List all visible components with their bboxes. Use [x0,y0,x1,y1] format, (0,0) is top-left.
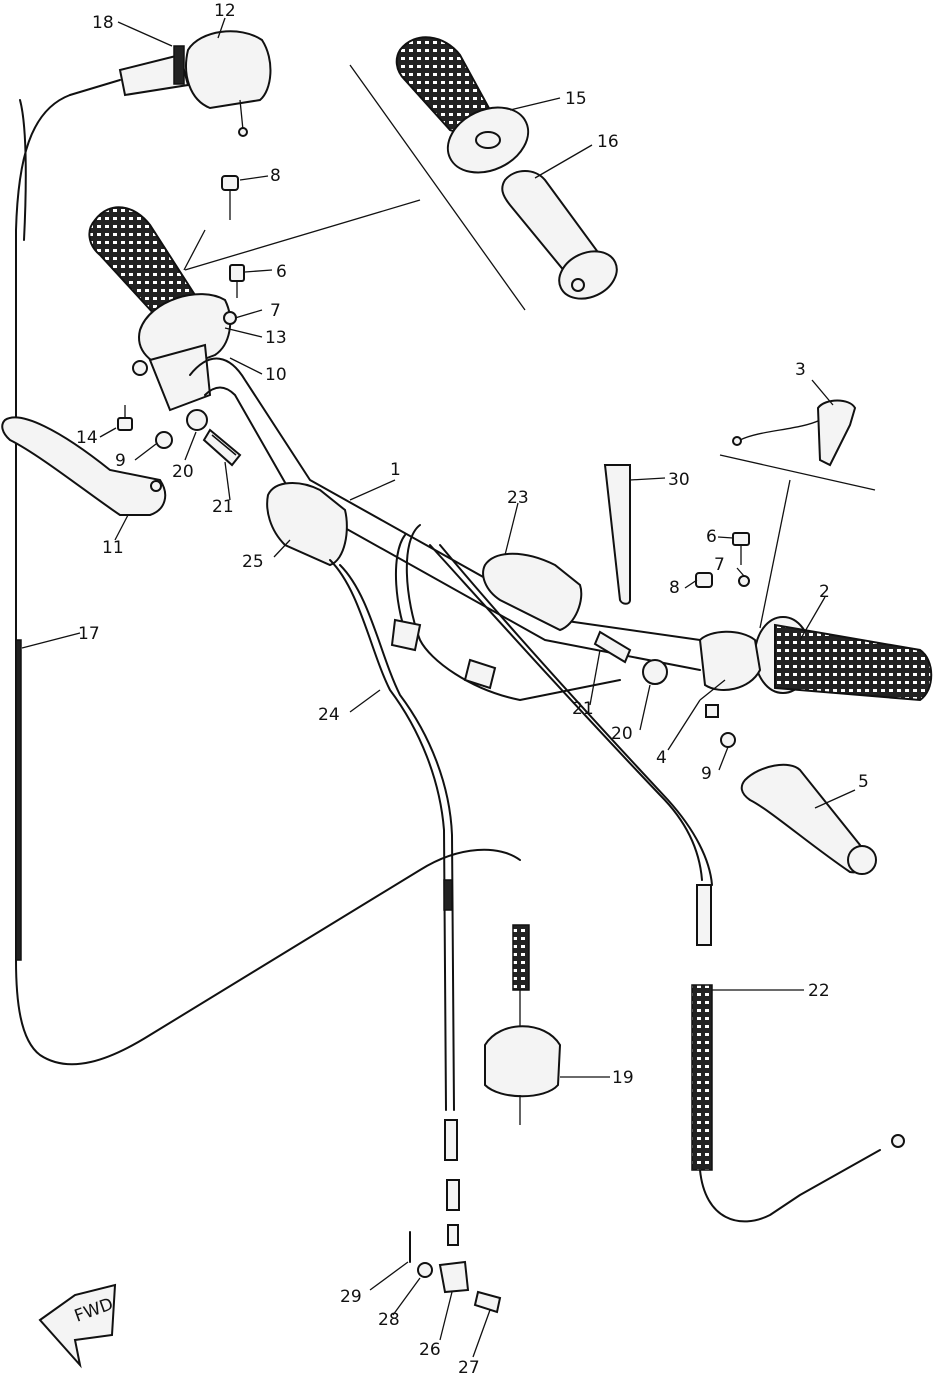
clutch-lever-11 [1,416,167,516]
left-perch-assembly [132,229,245,412]
cable-end-26 [438,1119,470,1294]
label-4: 4 [656,748,667,768]
brake-perch-right [698,630,762,718]
label-30: 30 [668,470,690,490]
label-24: 24 [318,705,340,725]
part-labels: 18 12 15 16 8 6 7 13 10 14 9 20 21 11 25… [76,1,869,1378]
label-20-left: 20 [172,462,194,482]
screw-6-right [732,532,750,565]
label-28: 28 [378,1310,400,1330]
label-9-right: 9 [701,764,712,784]
fwd-arrow: FWD [38,1283,117,1369]
label-15: 15 [565,89,587,109]
throttle-housing-12 [118,30,272,137]
washer-9-left [155,431,173,449]
label-10: 10 [265,365,287,385]
label-17: 17 [78,624,100,644]
label-21-right: 21 [572,699,594,719]
label-6-left: 6 [276,262,287,282]
label-21-left: 21 [212,497,234,517]
bolt-27 [473,1290,502,1314]
label-8-right: 8 [669,578,680,598]
adjuster-21-left [202,428,242,467]
screw-8-right [695,572,713,588]
handlebar-1 [189,357,701,701]
label-14: 14 [76,428,98,448]
label-19: 19 [612,1068,634,1088]
label-8-upper: 8 [270,166,281,186]
screw-8-upper [221,175,239,220]
label-22: 22 [808,981,830,1001]
brake-lever-5 [740,763,877,875]
label-16: 16 [597,132,619,152]
inset-grip-15-16 [349,36,618,311]
washer-28 [417,1262,433,1278]
switch-23 [482,552,583,632]
label-25: 25 [242,552,264,572]
label-7-left: 7 [270,301,281,321]
label-27: 27 [458,1358,480,1378]
nut-20-right [642,659,668,685]
washer-7-right [738,575,750,587]
label-18: 18 [92,13,114,33]
label-7-right: 7 [714,555,725,575]
leader-lines [21,17,856,1358]
cable-24 [329,559,455,1111]
label-5: 5 [858,772,869,792]
label-1: 1 [390,460,401,480]
label-12: 12 [214,1,236,21]
label-9-left: 9 [115,451,126,471]
switch-25 [266,482,348,567]
label-3: 3 [795,360,806,380]
label-20-right: 20 [611,724,633,744]
label-23: 23 [507,488,529,508]
label-11: 11 [102,538,124,558]
label-29: 29 [340,1287,362,1307]
nut-20-left [186,409,208,431]
cable-22 [429,544,905,1223]
label-6-right: 6 [706,527,717,547]
label-26: 26 [419,1340,441,1360]
washer-9-right [720,732,736,748]
cable-spring-19 [484,924,562,1125]
label-13: 13 [265,328,287,348]
cable-17 [15,79,521,1066]
cable-tie-30 [603,464,631,605]
bolt-14 [117,405,133,431]
switch-3 [719,399,876,629]
adjuster-21-right [593,630,632,664]
label-2: 2 [819,582,830,602]
right-grip-2 [754,616,933,702]
